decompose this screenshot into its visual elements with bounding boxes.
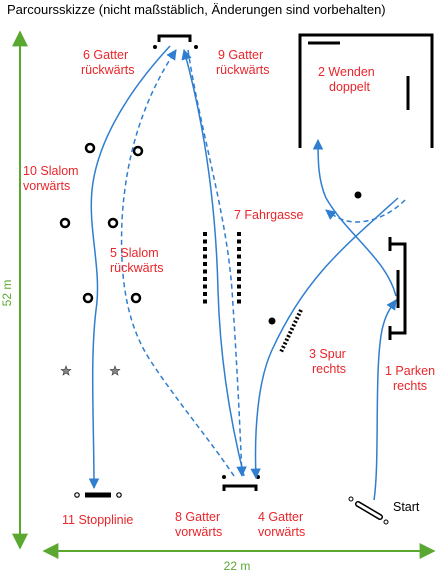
station-4-label: 4 Gatter vorwärts bbox=[258, 510, 307, 539]
top-gate bbox=[153, 34, 198, 49]
parking-bay bbox=[388, 237, 407, 340]
slalom-cones bbox=[59, 142, 144, 304]
track-markers bbox=[279, 309, 303, 353]
star-markers bbox=[60, 365, 121, 376]
station-2-label: 2 Wenden doppelt bbox=[318, 65, 378, 94]
marker-dot bbox=[354, 191, 362, 199]
start-vehicle bbox=[348, 496, 389, 525]
route-top-to-gate-dashed bbox=[187, 49, 247, 478]
station-5-label: 5 Slalom rückwärts bbox=[110, 246, 163, 275]
station-6-label: 6 Gatter rückwärts bbox=[81, 48, 134, 77]
route-start-to-parking bbox=[373, 299, 397, 501]
width-dimension-label: 22 m bbox=[224, 559, 251, 573]
route-slalom-forward bbox=[88, 45, 171, 490]
route-gate-to-top bbox=[181, 48, 245, 477]
turning-box bbox=[298, 33, 434, 148]
marker-dot bbox=[268, 317, 276, 325]
route-turn-reverse bbox=[325, 199, 406, 223]
station-11-label: 11 Stopplinie bbox=[62, 513, 133, 527]
station-7-label: 7 Fahrgasse bbox=[234, 208, 304, 222]
stop-line bbox=[74, 492, 122, 498]
route-parking-to-turn bbox=[312, 138, 397, 297]
lane-markers bbox=[203, 232, 241, 305]
station-10-label: 10 Slalom vorwärts bbox=[23, 164, 82, 193]
station-1-label: 1 Parken rechts bbox=[385, 364, 439, 393]
station-3-label: 3 Spur rechts bbox=[309, 347, 349, 376]
station-9-label: 9 Gatter rückwärts bbox=[216, 48, 269, 77]
height-dimension-label: 52 m bbox=[0, 280, 14, 307]
route-slalom-reverse bbox=[120, 49, 235, 477]
station-8-label: 8 Gatter vorwärts bbox=[175, 510, 224, 539]
route-paths bbox=[88, 45, 406, 501]
bottom-gate bbox=[222, 475, 260, 491]
diagram-title: Parcoursskizze (nicht maßstäblich, Änder… bbox=[7, 2, 386, 17]
route-turn-to-gate bbox=[250, 197, 399, 480]
start-label: Start bbox=[393, 500, 420, 514]
